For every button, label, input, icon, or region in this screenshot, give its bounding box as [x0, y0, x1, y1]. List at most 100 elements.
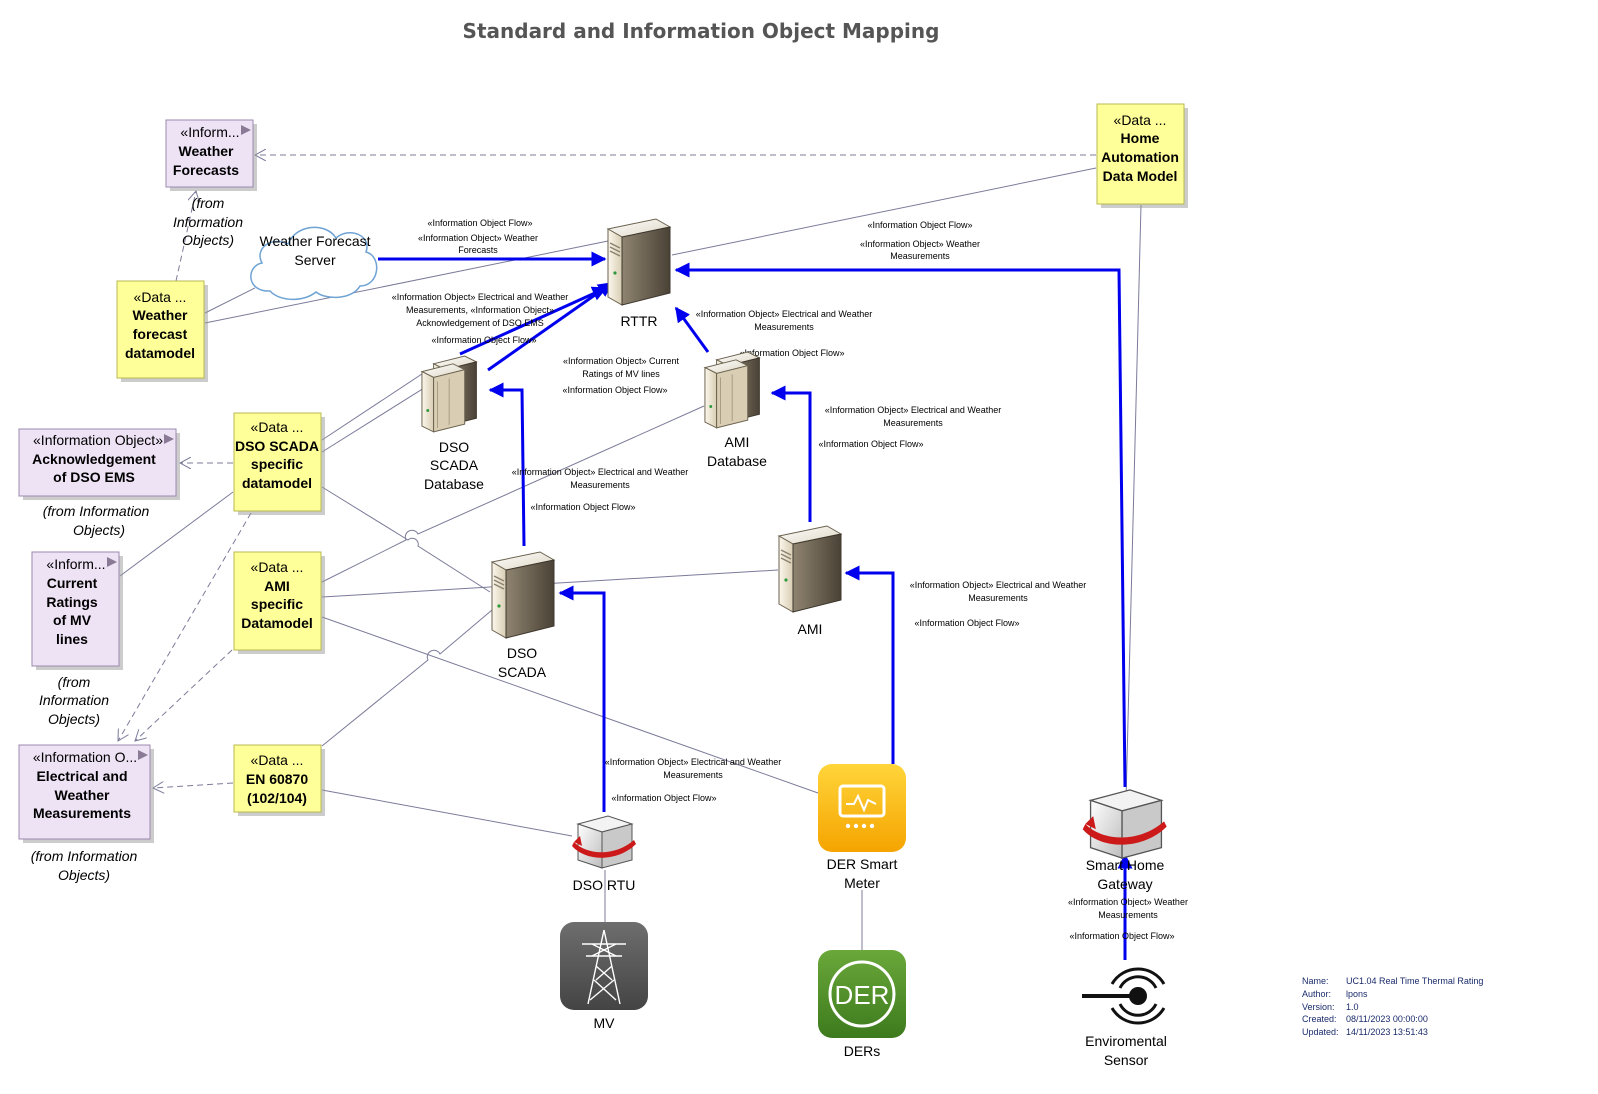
node-label: DSO — [507, 645, 537, 661]
meta-value: 1.0 — [1346, 1002, 1359, 1012]
node-label: AMI — [798, 621, 823, 637]
stereotype-label: «Data ... — [251, 419, 304, 435]
package-note: Objects) — [58, 867, 110, 883]
assoc-home-gateway — [1125, 204, 1142, 801]
info-object-ack-dso-ems[interactable]: «Information Object» Acknowledgement of … — [18, 428, 180, 538]
ders[interactable]: DER DERs — [818, 950, 906, 1059]
info-object-elec-weather[interactable]: «Information O... Electrical and Weather… — [18, 744, 154, 883]
node-label: Gateway — [1097, 876, 1152, 892]
stereotype-label: «Data ... — [134, 289, 187, 305]
flow-label: «Information Object Flow» — [1069, 931, 1174, 941]
node-label: AMI — [725, 434, 750, 450]
assoc-en60870-scada — [321, 609, 493, 747]
flow-label: Measurements — [883, 418, 943, 428]
info-object-weather-forecasts[interactable]: «Inform... Weather Forecasts (from Infor… — [165, 119, 257, 248]
flow-ami-amidb[interactable] — [770, 385, 812, 522]
flow-gateway-rttr[interactable] — [674, 262, 1127, 788]
diagram-title: Standard and Information Object Mapping — [463, 19, 940, 43]
data-model-name: forecast — [133, 326, 188, 342]
node-label: Sensor — [1104, 1052, 1149, 1068]
node-label: Database — [707, 453, 767, 469]
smart-home-gateway[interactable]: Smart Home Gateway — [1082, 789, 1168, 892]
stereotype-label: «Data ... — [251, 752, 304, 768]
dso-scada-database[interactable]: DSO SCADA Database — [421, 355, 484, 492]
server-icon — [778, 525, 842, 613]
data-model-ami[interactable]: «Data ... AMI specific Datamodel — [233, 551, 325, 654]
data-model-name: Home — [1121, 130, 1160, 146]
object-name: Ratings — [46, 594, 98, 610]
data-model-weather-forecast[interactable]: «Data ... Weather forecast datamodel — [116, 280, 208, 382]
ami-database[interactable]: AMI Database — [704, 351, 767, 469]
flow-label: Measurements — [754, 322, 814, 332]
object-marker-icon — [138, 750, 148, 760]
stereotype-label: «Inform... — [46, 556, 105, 572]
flow-scada-scada-db[interactable] — [488, 382, 526, 547]
package-note: (from Information — [31, 848, 138, 864]
node-label: Database — [424, 476, 484, 492]
info-object-current-ratings[interactable]: «Inform... Current Ratings of MV lines (… — [31, 551, 123, 727]
node-label: SCADA — [498, 664, 547, 680]
stereotype-label: «Inform... — [180, 124, 239, 140]
dependency-ami-dm-to-elec — [135, 649, 233, 741]
node-label: Weather Forecast — [259, 233, 370, 249]
flow-scada-db-rttr-b[interactable] — [459, 286, 608, 356]
package-note: Information — [39, 692, 109, 708]
flow-label: Measurements — [1098, 910, 1158, 920]
object-name: Forecasts — [173, 162, 239, 178]
flow-amidb-rttr[interactable] — [674, 306, 710, 353]
ami[interactable]: AMI — [778, 525, 842, 637]
dependency-weather-dm-to-forecasts — [175, 191, 196, 282]
smart-meter-icon — [818, 764, 906, 852]
data-model-name: (102/104) — [247, 790, 307, 806]
mv-grid[interactable]: MV — [560, 922, 648, 1031]
object-name: of DSO EMS — [53, 469, 135, 485]
meta-key: Name: — [1302, 976, 1329, 986]
rttr-server[interactable]: RTTR — [607, 218, 671, 329]
node-label: Server — [294, 252, 336, 268]
node-label: Smart Home — [1086, 857, 1165, 873]
meta-value: lpons — [1346, 989, 1368, 999]
assoc-weather-dm-rttr — [204, 240, 609, 324]
node-label: DERs — [844, 1043, 881, 1059]
meta-value: UC1.04 Real Time Thermal Rating — [1346, 976, 1483, 986]
flow-meter-ami[interactable] — [844, 565, 895, 764]
flow-label: «Information Object Flow» — [431, 335, 536, 345]
database-server-icon — [421, 355, 477, 433]
package-note: Information — [173, 214, 243, 230]
package-note: Objects) — [73, 522, 125, 538]
flow-label: Measurements — [968, 593, 1028, 603]
package-note: (from — [58, 674, 91, 690]
assoc-ami-dm-meter — [321, 616, 819, 794]
data-model-dso-scada[interactable]: «Data ... DSO SCADA specific datamodel — [233, 412, 325, 515]
data-model-name: specific — [251, 456, 303, 472]
server-icon — [491, 551, 555, 639]
weather-forecast-server[interactable]: Weather Forecast Server — [250, 226, 378, 301]
flow-label: «Information Object» Electrical and Weat… — [825, 405, 1001, 415]
flow-label: «Information Object Flow» — [739, 348, 844, 358]
diagram-metadata: Name: Author: Version: Created: Updated:… — [1302, 976, 1483, 1037]
dso-scada[interactable]: DSO SCADA — [491, 551, 555, 680]
flow-label: «Information Object Flow» — [427, 218, 532, 228]
object-marker-icon — [164, 434, 174, 444]
object-marker-icon — [107, 557, 117, 567]
flow-label: Acknowledgement of DSO EMS — [416, 318, 544, 328]
object-name: Weather — [55, 787, 111, 803]
cloud-icon — [250, 226, 378, 301]
object-name: Weather — [179, 143, 235, 159]
node-label: DER Smart — [827, 856, 898, 872]
flow-rtu-scada[interactable] — [558, 585, 606, 812]
data-model-home-automation[interactable]: «Data ... Home Automation Data Model — [1096, 103, 1188, 208]
der-smart-meter[interactable]: DER Smart Meter — [818, 764, 906, 891]
object-name: Acknowledgement — [32, 451, 156, 467]
flow-label: «Information Object Flow» — [562, 385, 667, 395]
meta-value: 08/11/2023 00:00:00 — [1346, 1014, 1428, 1024]
flow-label: «Information Object» Electrical and Weat… — [512, 467, 688, 477]
der-badge-text: DER — [835, 980, 890, 1010]
environmental-sensor[interactable]: Enviromental Sensor — [1082, 967, 1167, 1068]
assoc-weather-dm-server — [204, 287, 256, 314]
stereotype-label: «Information O... — [33, 749, 137, 765]
data-model-en60870[interactable]: «Data ... EN 60870 (102/104) — [233, 744, 325, 816]
dso-rtu[interactable]: DSO RTU — [571, 815, 637, 893]
data-model-name: AMI — [264, 578, 290, 594]
gateway-cube-icon — [571, 815, 637, 869]
